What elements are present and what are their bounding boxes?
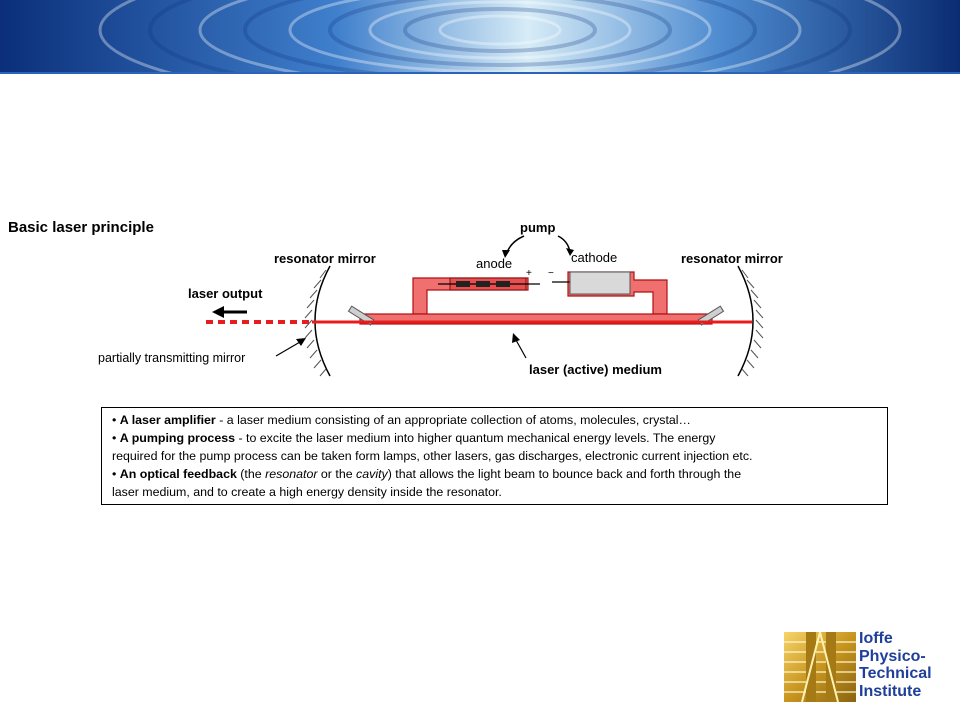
cathode-label: cathode: [571, 250, 617, 265]
logo-line: Ioffe: [859, 630, 893, 647]
ioffe-logo-emblem: [784, 631, 856, 703]
partial-mirror-arrow: [275, 338, 306, 357]
description-item: • A laser amplifier - a laser medium con…: [112, 413, 691, 427]
banner-divider: [0, 72, 960, 74]
logo-line: Technical: [859, 665, 932, 682]
ioffe-logo-text: Ioffe Physico- Technical Institute: [859, 630, 932, 700]
header-banner: [0, 0, 960, 72]
active-medium-arrow: [512, 333, 527, 359]
laser-output-label: laser output: [188, 286, 263, 301]
logo-line: Institute: [859, 682, 922, 700]
output-arrow: [212, 306, 247, 318]
diagram-title: Basic laser principle: [8, 219, 154, 236]
description-item: • A pumping process - to excite the lase…: [112, 431, 716, 445]
left-mirror-label: resonator mirror: [274, 251, 376, 266]
plus-sign: +: [526, 268, 532, 279]
logo-line: Physico-: [859, 647, 926, 665]
minus-sign: −: [548, 268, 554, 279]
laser-tube: [359, 271, 713, 325]
cathode-electrode: [552, 271, 631, 295]
anode-label: anode: [476, 256, 512, 271]
anode-electrode: [438, 277, 540, 291]
right-mirror-label: resonator mirror: [681, 251, 783, 266]
description-item-continuation: laser medium, and to create a high energ…: [112, 485, 502, 499]
description-item-continuation: required for the pump process can be tak…: [112, 449, 753, 463]
right-resonator-mirror: [737, 265, 764, 377]
active-medium-label: laser (active) medium: [529, 362, 662, 377]
partial-mirror-label: partially transmitting mirror: [98, 351, 245, 365]
description-item: • An optical feedback (the resonator or …: [112, 467, 742, 481]
pump-arrows: [505, 235, 571, 256]
description-box: • A laser amplifier - a laser medium con…: [101, 407, 888, 505]
pump-label: pump: [520, 220, 555, 235]
